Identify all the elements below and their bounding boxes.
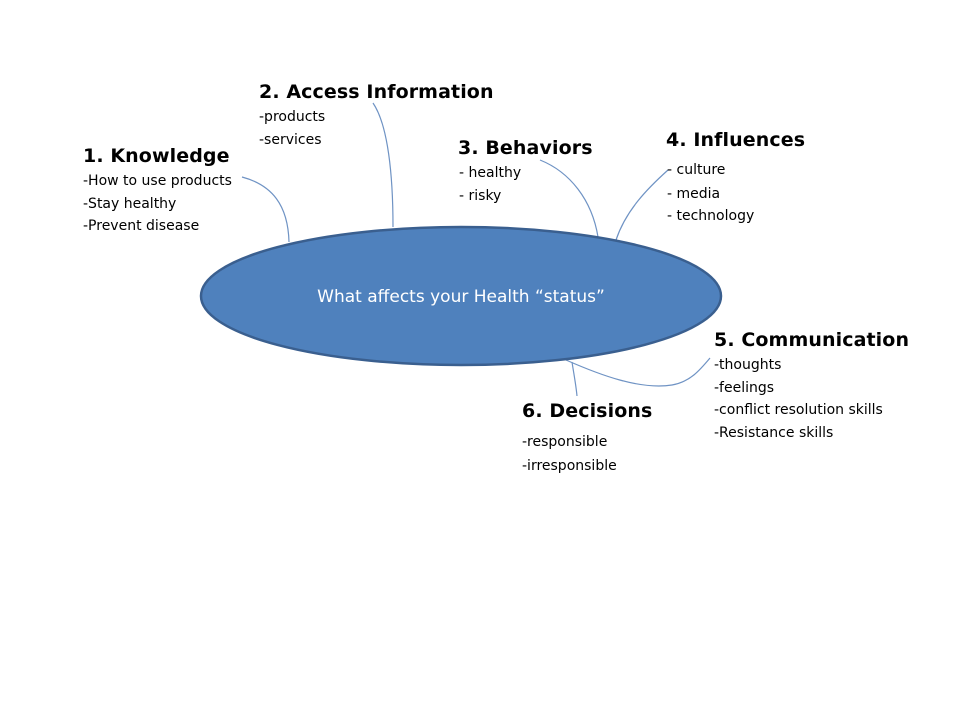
- central-ellipse: [199, 225, 723, 367]
- factor-access-information-item-1: -products: [259, 109, 326, 125]
- factor-knowledge-item-2: -Stay healthy: [83, 196, 177, 212]
- factor-communication-title: 5. Communication: [714, 329, 910, 351]
- connector-knowledge: [241, 176, 290, 243]
- factor-communication-item-4: -Resistance skills: [714, 425, 834, 441]
- factor-behaviors-item-2: - risky: [459, 188, 502, 204]
- factor-communication-item-3: -conflict resolution skills: [714, 402, 883, 418]
- factor-influences-item-3: - technology: [667, 208, 755, 224]
- factor-behaviors-item-1: - healthy: [459, 165, 522, 181]
- connector-decisions: [571, 361, 578, 397]
- factor-decisions-title: 6. Decisions: [522, 400, 653, 422]
- central-label: What affects your Health “status”: [317, 287, 605, 307]
- connector-access-information: [372, 102, 394, 228]
- connector-behaviors: [539, 159, 599, 238]
- factor-knowledge-item-3: -Prevent disease: [83, 218, 200, 234]
- connector-communication: [565, 357, 711, 387]
- factor-communication-item-2: -feelings: [714, 380, 775, 396]
- factor-knowledge-title: 1. Knowledge: [83, 145, 230, 167]
- connector-influences: [615, 169, 669, 241]
- factor-decisions-item-1: -responsible: [522, 434, 608, 450]
- factor-decisions-item-2: -irresponsible: [522, 458, 617, 474]
- factor-influences-item-2: - media: [667, 186, 721, 202]
- factor-access-information-item-2: -services: [259, 132, 322, 148]
- factor-behaviors-title: 3. Behaviors: [458, 137, 593, 159]
- factor-knowledge-item-1: -How to use products: [83, 173, 232, 189]
- factor-access-information-title: 2. Access Information: [259, 81, 494, 103]
- factor-communication-item-1: -thoughts: [714, 357, 782, 373]
- factor-influences-item-1: - culture: [667, 162, 726, 178]
- factor-influences-title: 4. Influences: [666, 129, 806, 151]
